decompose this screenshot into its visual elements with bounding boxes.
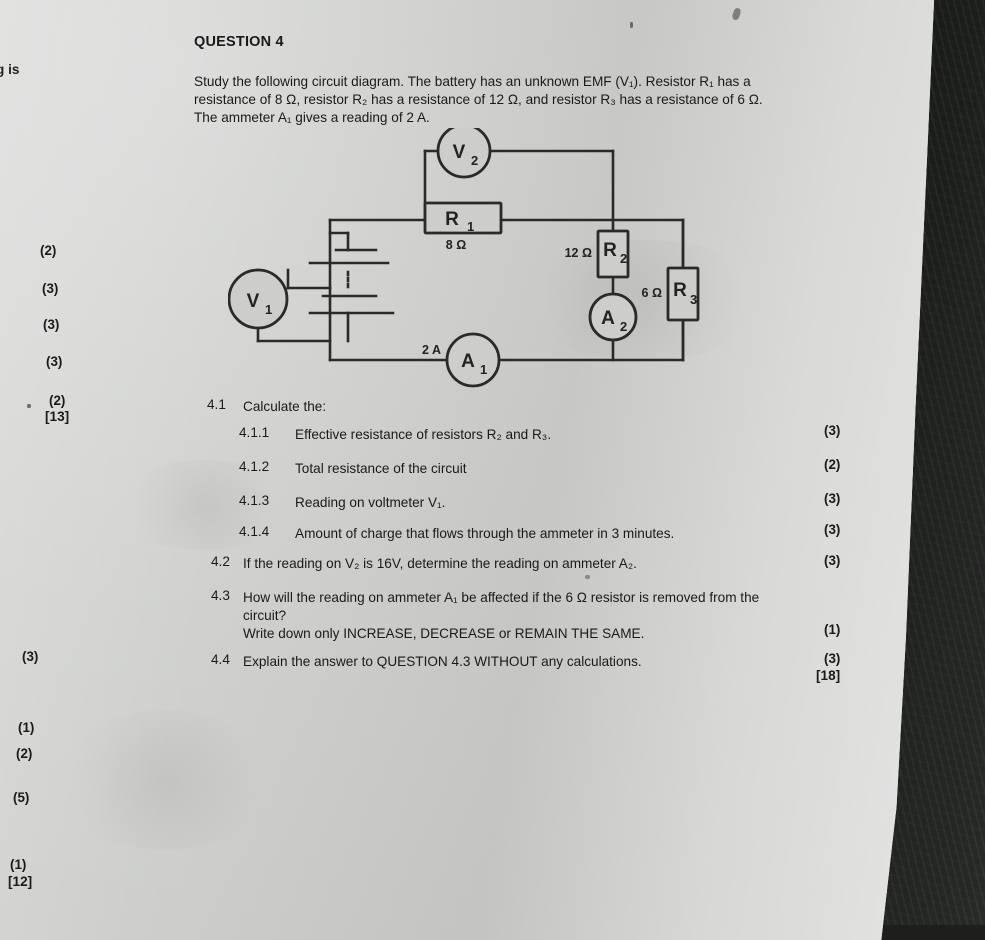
resistor-r2-label: R <box>603 240 617 261</box>
question-number-4-4: 4.4 <box>211 652 230 667</box>
resistor-r1-subscript: 1 <box>467 219 474 234</box>
question-text-4-1-3: Reading on voltmeter V₁. <box>295 495 446 510</box>
paper-speck <box>630 22 633 28</box>
resistor-r2-value: 12 Ω <box>565 246 592 260</box>
paper-speck <box>731 7 742 21</box>
ammeter-a1-label: A <box>461 351 475 372</box>
paper-speck <box>27 404 31 408</box>
voltmeter-v1-label: V <box>247 291 260 312</box>
voltmeter-v1-subscript: 1 <box>265 302 272 317</box>
margin-mark-upper-3: (3) <box>43 317 60 332</box>
ammeter-a1-subscript: 1 <box>480 362 487 377</box>
cut-off-text-fragment: g is <box>0 62 20 77</box>
ammeter-a2-subscript: 2 <box>620 319 627 334</box>
intro-line-3: The ammeter A₁ gives a reading of 2 A. <box>194 110 430 125</box>
marks-4-1-3: (3) <box>824 491 841 506</box>
question-text-4-1-2: Total resistance of the circuit <box>295 461 467 476</box>
question-number-4-3: 4.3 <box>211 588 230 603</box>
marks-4-2: (3) <box>824 553 841 568</box>
circuit-diagram: R 1 8 Ω R 2 12 Ω R 3 6 Ω V 1 V 2 A 1 <box>228 128 708 390</box>
margin-mark-upper-5: (2) <box>49 393 66 408</box>
margin-mark-lower-2: (2) <box>16 746 33 761</box>
resistor-r3-value: 6 Ω <box>642 286 662 300</box>
section-total: [18] <box>816 668 841 683</box>
margin-mark-upper-1: (2) <box>40 243 57 258</box>
intro-line-1: Study the following circuit diagram. The… <box>194 74 751 89</box>
question-text-4-3-line-3: Write down only INCREASE, DECREASE or RE… <box>243 626 645 641</box>
margin-mark-mid: (3) <box>22 649 39 664</box>
question-number-4-1-1: 4.1.1 <box>239 425 270 440</box>
marks-4-1-2: (2) <box>824 457 841 472</box>
question-text-4-1-1: Effective resistance of resistors R₂ and… <box>295 427 552 442</box>
voltmeter-v2-subscript: 2 <box>471 153 478 168</box>
question-number-4-1-3: 4.1.3 <box>239 493 270 508</box>
resistor-r3-subscript: 3 <box>690 292 697 307</box>
marks-4-3: (1) <box>824 622 841 637</box>
ammeter-a1-reading: 2 A <box>422 343 441 357</box>
intro-line-2: resistance of 8 Ω, resistor R₂ has a res… <box>194 92 763 107</box>
margin-mark-upper-4: (3) <box>46 354 63 369</box>
marks-4-4: (3) <box>824 651 841 666</box>
resistor-r2-subscript: 2 <box>620 251 627 266</box>
margin-mark-lower-3: (5) <box>13 790 30 805</box>
margin-mark-lower-4: (1) <box>10 857 27 872</box>
ammeter-a2-label: A <box>601 308 615 329</box>
paper-speck <box>585 575 590 579</box>
margin-mark-lower-1: (1) <box>18 720 35 735</box>
question-number-4-1-4: 4.1.4 <box>239 524 270 539</box>
resistor-r1-value: 8 Ω <box>446 238 466 252</box>
resistor-r1-label: R <box>445 209 459 230</box>
margin-mark-upper-2: (3) <box>42 281 59 296</box>
margin-total-upper: [13] <box>45 409 70 424</box>
marks-4-1-4: (3) <box>824 522 841 537</box>
question-heading: QUESTION 4 <box>194 34 284 50</box>
margin-total-lower: [12] <box>8 874 33 889</box>
question-text-4-1: Calculate the: <box>243 399 327 414</box>
resistor-r3-label: R <box>673 280 687 301</box>
question-number-4-1-2: 4.1.2 <box>239 459 270 474</box>
question-number-4-1: 4.1 <box>207 397 226 412</box>
question-text-4-3-line-1: How will the reading on ammeter A₁ be af… <box>243 590 760 605</box>
question-text-4-4: Explain the answer to QUESTION 4.3 WITHO… <box>243 654 642 669</box>
question-text-4-3-line-2: circuit? <box>243 608 287 623</box>
question-number-4-2: 4.2 <box>211 554 230 569</box>
voltmeter-v2-label: V <box>453 142 466 163</box>
marks-4-1-1: (3) <box>824 423 841 438</box>
question-text-4-1-4: Amount of charge that flows through the … <box>295 526 675 541</box>
question-text-4-2: If the reading on V₂ is 16V, determine t… <box>243 556 637 571</box>
